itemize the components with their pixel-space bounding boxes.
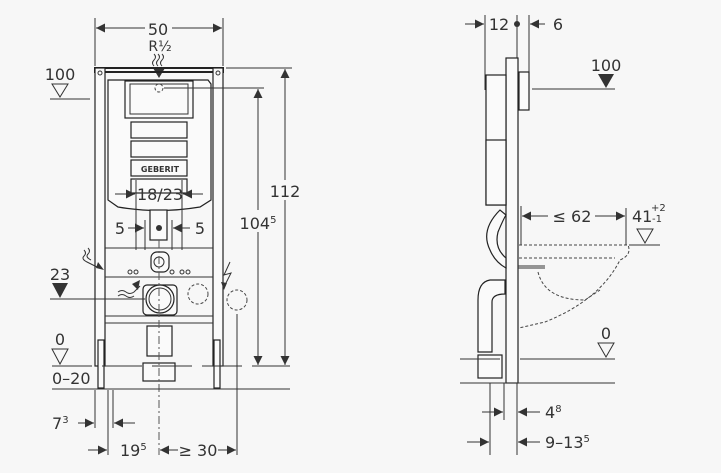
side-offset-value: 7: [52, 414, 62, 433]
drain-offset-sup: 5: [140, 442, 146, 453]
level-top-label: 100: [45, 65, 76, 84]
bowl-projection-dimension: ≤ 62: [553, 207, 592, 226]
floor-range-label: 0–20: [52, 369, 91, 388]
width-dimension: 50: [148, 20, 168, 39]
brand-plate: [130, 159, 188, 177]
level-drain-label: 23: [50, 265, 70, 284]
total-height-dimension: 112: [270, 182, 301, 201]
wall-range-dimension: 9–135: [545, 433, 590, 452]
depth-back-dimension: 12: [489, 15, 509, 34]
side-offset-dimension: 73: [52, 414, 69, 433]
drain-offset-dimension: 195: [120, 441, 147, 460]
offset-right-dimension: 5: [195, 219, 205, 238]
wall-range-sup: 5: [584, 434, 590, 445]
outlet-arrow-icon: [117, 285, 141, 298]
socket-distance-dimension: ≥ 30: [179, 441, 218, 460]
frame-depth-dimension: 48: [545, 403, 562, 422]
level-floor-label: 0: [55, 330, 65, 349]
front-view: 50 R½ GEBERIT 18/23 5 5: [45, 18, 301, 460]
side-level-floor-label: 0: [601, 324, 611, 343]
side-level-top-label: 100: [591, 56, 622, 75]
seat-tolerance-plus: +2: [651, 203, 666, 214]
frame-depth-sup: 8: [555, 404, 561, 415]
seat-tolerance-minus: -1: [652, 214, 662, 225]
offset-left-dimension: 5: [115, 219, 125, 238]
supply-height-dimension: 1045: [240, 214, 277, 233]
electric-power-icon: [223, 261, 232, 288]
wall-range-value: 9–13: [545, 433, 584, 452]
depth-front-dimension: 6: [553, 15, 563, 34]
supply-height-value: 104: [240, 214, 271, 233]
brand-logo: GEBERIT: [141, 165, 180, 174]
supply-height-sup: 5: [270, 215, 276, 226]
frame-depth-value: 4: [545, 403, 555, 422]
supply-thread-label: R½: [148, 39, 171, 55]
inlet-arrow-icon: [82, 247, 100, 269]
side-offset-sup: 3: [62, 415, 68, 426]
drain-offset-value: 19: [120, 441, 140, 460]
side-view: 12 6 100 ≤ 62 41 +2 -1 0: [460, 15, 666, 455]
seat-height-dimension: 41: [632, 207, 652, 226]
flush-width-dimension: 18/23: [137, 185, 183, 204]
water-supply-icon: [152, 53, 164, 67]
